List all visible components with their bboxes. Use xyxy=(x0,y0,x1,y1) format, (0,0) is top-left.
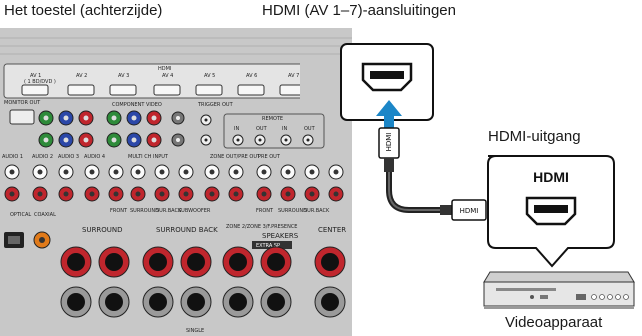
zone-out-label: ZONE OUT/PRE OUT xyxy=(210,154,261,160)
plug-top-label: HDMI xyxy=(385,133,393,152)
coaxial-label: COAXIAL xyxy=(34,212,56,218)
svg-text:AV 7: AV 7 xyxy=(288,73,299,79)
speakers-label: SPEAKERS xyxy=(262,232,299,240)
center-label: CENTER xyxy=(318,226,346,234)
hdmi-output-caption: HDMI-uitgang xyxy=(488,128,581,145)
hdmi-port-av5: AV 5 xyxy=(195,73,223,96)
svg-text:AV 5: AV 5 xyxy=(204,73,215,79)
rca-jack-grid xyxy=(4,164,344,202)
gray-mini-jacks xyxy=(171,111,185,147)
svg-text:AUDIO 2: AUDIO 2 xyxy=(32,154,53,160)
svg-text:IN: IN xyxy=(282,126,287,132)
svg-text:SURROUND: SURROUND xyxy=(278,208,307,214)
hdmi-port-av2: AV 2 xyxy=(67,73,95,96)
component-video-jacks xyxy=(38,110,162,148)
hdmi-port-av4: AV 4 xyxy=(153,73,181,96)
svg-text:AV 1: AV 1 xyxy=(30,73,41,79)
video-player-device xyxy=(483,271,635,309)
trigger-out-label: TRIGGER OUT xyxy=(197,102,234,108)
multi-ch-input-label: MULTI CH INPUT xyxy=(128,154,169,160)
svg-text:AV 3: AV 3 xyxy=(118,73,129,79)
svg-text:AUDIO 3: AUDIO 3 xyxy=(58,154,79,160)
hdmi-cable: HDMI HDMI xyxy=(378,127,487,221)
hdmi-output-callout: HDMI xyxy=(487,155,615,268)
hdmi-port-icon xyxy=(525,196,577,226)
hdmi-port-av6: AV 6 xyxy=(237,73,265,96)
hdmi-port-icon xyxy=(361,62,413,92)
hdmi-input-port-zoom xyxy=(340,43,434,121)
video-device-caption: Videoapparaat xyxy=(505,314,603,331)
plug-right-label: HDMI xyxy=(460,207,479,215)
extra-sp-label: EXTRA SP xyxy=(256,243,280,249)
hdmi-port-av1: AV 1 ( 1 BD/DVD ) xyxy=(21,73,56,96)
single-label: SINGLE xyxy=(186,328,204,334)
remote-label: REMOTE xyxy=(262,116,283,122)
hdmi-port-av3: AV 3 xyxy=(109,73,137,96)
hdmi-header-label: HDMI xyxy=(158,66,171,72)
pre-out-label: PRE OUT xyxy=(258,154,281,160)
svg-text:FRONT: FRONT xyxy=(110,208,128,214)
receiver-rear-panel: HDMI AV 1 ( 1 BD/DVD ) AV 2 AV 3 AV 4 AV… xyxy=(0,28,352,336)
av1-note: ( 1 BD/DVD ) xyxy=(24,79,56,85)
speaker-terminals xyxy=(60,246,346,318)
device-hdmi-label: HDMI xyxy=(533,169,569,185)
svg-text:SURROUND: SURROUND xyxy=(130,208,159,214)
svg-text:SUR.BACK: SUR.BACK xyxy=(304,208,330,214)
optical-label: OPTICAL xyxy=(10,212,31,218)
hdmi-inputs-caption: HDMI (AV 1–7)-aansluitingen xyxy=(262,2,456,19)
svg-text:AV 6: AV 6 xyxy=(246,73,257,79)
surround-back-label: SURROUND BACK xyxy=(156,226,218,234)
svg-text:IN: IN xyxy=(234,126,239,132)
surround-label: SURROUND xyxy=(82,226,123,234)
svg-text:FRONT: FRONT xyxy=(256,208,274,214)
component-video-label: COMPONENT VIDEO xyxy=(112,102,162,108)
hdmi-plug-right xyxy=(451,199,487,221)
receiver-caption: Het toestel (achterzijde) xyxy=(4,2,163,19)
svg-text:AV 2: AV 2 xyxy=(76,73,87,79)
svg-text:SUBWOOFER: SUBWOOFER xyxy=(178,208,211,214)
arrow-up-icon xyxy=(376,100,402,128)
hdmi-port-row: AV 1 ( 1 BD/DVD ) AV 2 AV 3 AV 4 AV 5 xyxy=(21,73,307,96)
svg-text:AV 4: AV 4 xyxy=(162,73,173,79)
zone-presence-label: ZONE 2/ZONE 3/F.PRESENCE xyxy=(226,224,297,230)
svg-text:AUDIO 1: AUDIO 1 xyxy=(2,154,23,160)
svg-text:AUDIO 4: AUDIO 4 xyxy=(84,154,105,160)
svg-text:OUT: OUT xyxy=(304,126,316,132)
svg-text:OUT: OUT xyxy=(256,126,268,132)
svg-text:SUR.BACK: SUR.BACK xyxy=(156,208,182,214)
monitor-out-label: MONITOR OUT xyxy=(4,100,41,106)
